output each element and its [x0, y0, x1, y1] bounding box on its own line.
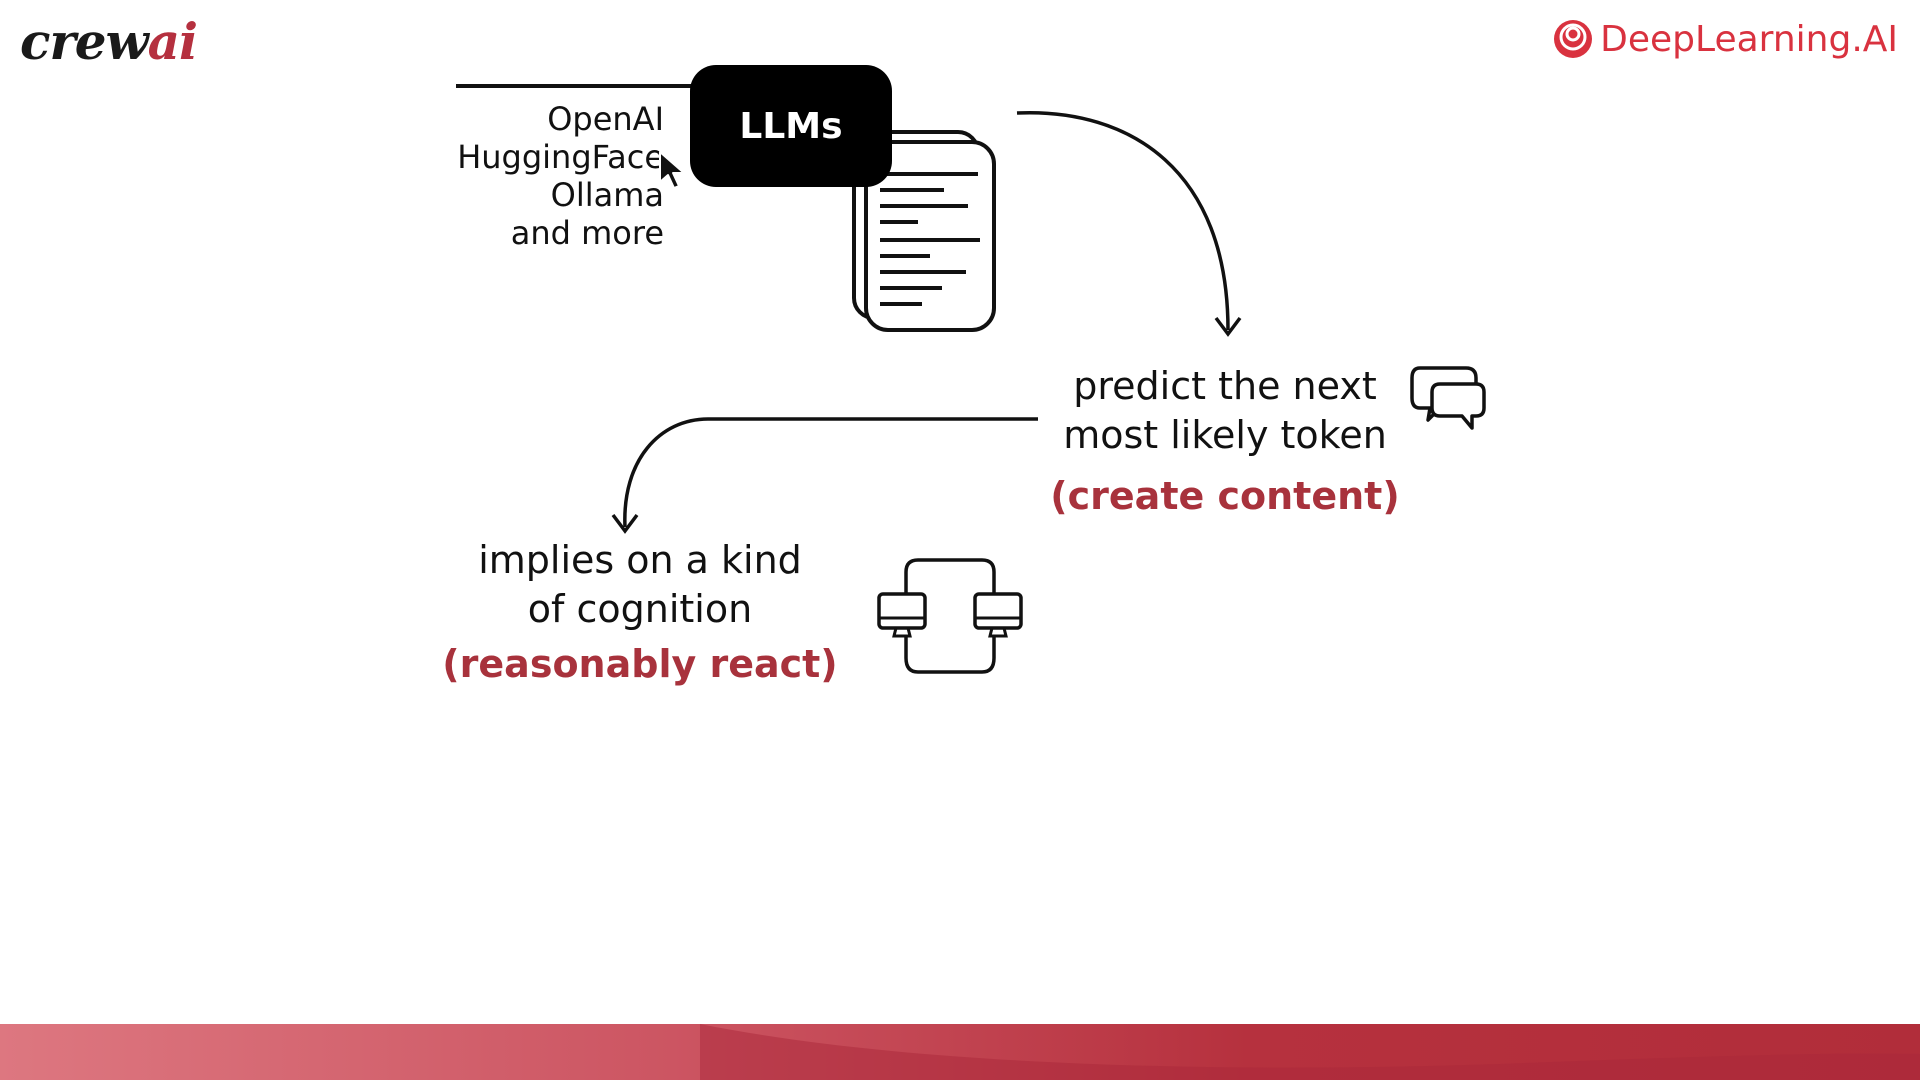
provider-list: OpenAI HuggingFace Ollama and more — [440, 100, 664, 252]
predict-line-1: predict the next — [1073, 364, 1377, 408]
provider-item: OpenAI — [547, 100, 664, 138]
cognition-line-2: of cognition — [527, 587, 753, 631]
cognition-accent: (reasonably react) — [442, 642, 838, 686]
computers-exchange-icon — [877, 558, 1023, 674]
deeplearning-logo-icon — [1554, 20, 1593, 58]
arrow-llm-to-predict — [1016, 111, 1230, 331]
bottom-band-wave — [700, 1024, 1920, 1080]
provider-item: and more — [510, 214, 664, 252]
bottom-band — [0, 1024, 1920, 1080]
cognition-line-1: implies on a kind — [478, 538, 802, 582]
mouse-cursor-icon — [659, 151, 685, 189]
llm-node-label: LLMs — [739, 105, 843, 147]
crewai-logo-accent: ai — [147, 12, 198, 71]
predict-line-2: most likely token — [1063, 413, 1387, 457]
cognition-node: implies on a kind of cognition (reasonab… — [440, 536, 840, 689]
arrowhead-predict — [1214, 316, 1242, 337]
deeplearning-brand: DeepLearning.AI — [1552, 18, 1898, 60]
crewai-logo-main: crew — [20, 12, 149, 71]
provider-item: Ollama — [550, 176, 664, 214]
crewai-logo: crewai — [20, 12, 198, 71]
llm-node: LLMs — [690, 65, 892, 187]
chat-bubbles-icon — [1410, 366, 1486, 430]
predict-accent: (create content) — [1050, 474, 1400, 518]
predict-node: predict the next most likely token (crea… — [1040, 362, 1410, 521]
arrowhead-cognition — [611, 513, 639, 534]
arrow-predict-to-cognition — [623, 417, 1038, 528]
deeplearning-label: DeepLearning.AI — [1600, 18, 1898, 60]
provider-item: HuggingFace — [457, 138, 664, 176]
